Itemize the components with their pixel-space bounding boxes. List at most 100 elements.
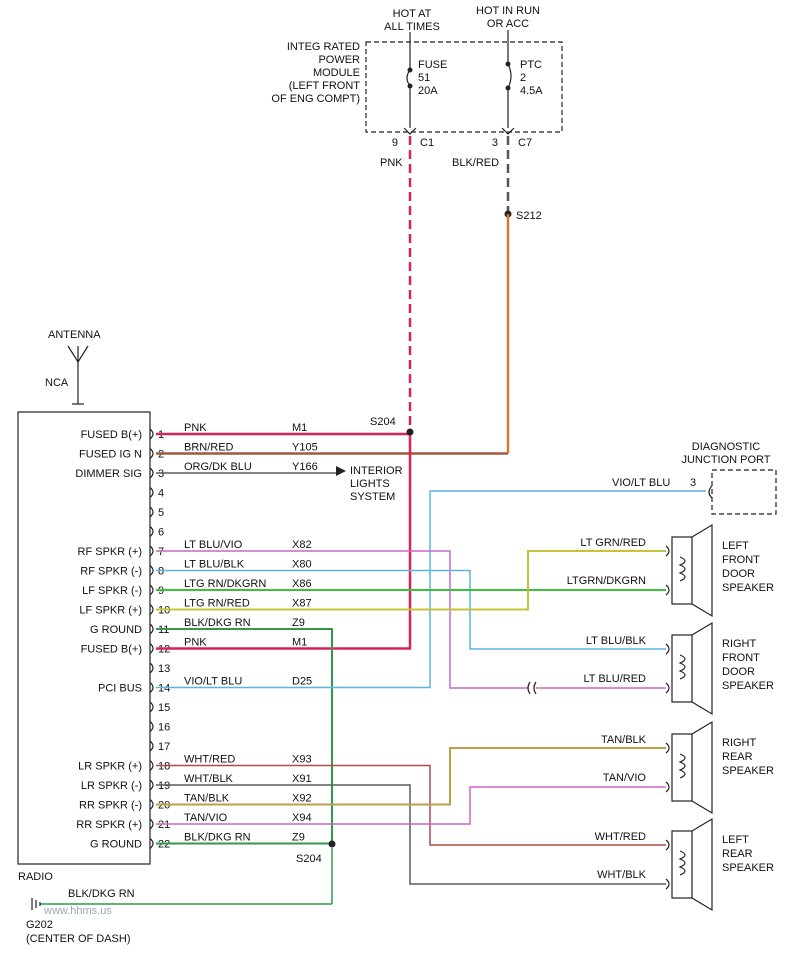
ground-wire-label: BLK/DKG RN	[68, 888, 135, 900]
speaker-name-line: REAR	[722, 848, 753, 860]
pin-number: 5	[158, 507, 164, 519]
c1-label: C1	[420, 137, 434, 149]
fuse-node-top	[407, 67, 413, 73]
pin-connector-icon	[149, 838, 154, 849]
speaker-name-line: LEFT	[722, 540, 749, 552]
pin-connector-icon	[149, 545, 154, 557]
pin-connector-icon	[149, 604, 154, 615]
hot-in-run-line2: OR ACC	[487, 18, 529, 30]
ptc-number: 2	[520, 72, 526, 84]
wire-color-label: BLK/DKG RN	[184, 617, 251, 629]
ptc-rating: 4.5A	[520, 85, 543, 97]
diag-port-box	[711, 469, 777, 515]
ipm-line3: MODULE	[313, 67, 360, 79]
wire-color-label: VIO/LT BLU	[184, 676, 242, 688]
speaker-coil-icon	[678, 850, 686, 876]
diag-pin: 3	[690, 477, 696, 489]
wire-color-label: TAN/VIO	[184, 812, 228, 824]
c1-pin: 9	[392, 137, 398, 149]
wire-color-label: PNK	[184, 422, 207, 434]
speaker-bottom-wire-label: LTGRN/DKGRN	[567, 575, 646, 587]
c7-connector-symbol	[501, 127, 515, 135]
pin-number: 14	[158, 683, 170, 695]
pin-function-label: RF SPKR (-)	[80, 566, 142, 578]
circuit-id-label: D25	[292, 676, 312, 688]
pin-connector-icon	[149, 682, 154, 693]
interior-line3: SYSTEM	[350, 491, 395, 503]
radio-box	[17, 411, 151, 865]
speaker-name-line: REAR	[722, 751, 753, 763]
ptc-node-bottom	[505, 85, 511, 91]
pin-function-label: FUSED IG N	[79, 449, 142, 461]
pnk-wire-label: PNK	[380, 157, 403, 169]
nca-label: NCA	[45, 377, 69, 389]
pin-function-label: LR SPKR (-)	[81, 780, 142, 792]
wires	[156, 432, 706, 885]
pin-function-label: RR SPKR (+)	[76, 819, 142, 831]
diag-wire-label: VIO/LT BLU	[612, 477, 670, 489]
pin-number: 6	[158, 527, 164, 539]
speaker-name-line: FRONT	[722, 554, 760, 566]
pin-number: 4	[158, 488, 164, 500]
blk-red-wire-label: BLK/RED	[452, 157, 499, 169]
pin-connector-icon	[149, 818, 154, 830]
speaker-magnet	[671, 733, 693, 802]
pin-connector-icon	[149, 740, 154, 752]
speaker-name-line: DOOR	[722, 568, 755, 580]
speaker-top-wire-label: TAN/BLK	[601, 734, 647, 746]
watermark: www.hhms.us	[43, 905, 112, 917]
diag-title-line1: DIAGNOSTIC	[692, 441, 761, 453]
speaker-name-line: SPEAKER	[722, 765, 774, 777]
pin-function-label: FUSED B(+)	[81, 644, 142, 656]
wire	[156, 550, 666, 689]
ipm-line1: INTEG RATED	[287, 41, 360, 53]
ipm-line2: POWER	[318, 54, 360, 66]
circuit-id-label: Z9	[292, 832, 305, 844]
speaker-coil-icon	[678, 753, 686, 779]
speaker-name-line: SPEAKER	[722, 582, 774, 594]
speaker-cone-icon	[691, 720, 713, 815]
speaker-bottom-wire-label: LT BLU/RED	[583, 673, 646, 685]
circuit-id-label: Z9	[292, 617, 305, 629]
fuse-rating: 20A	[418, 85, 438, 97]
inline-connector-icon	[527, 681, 537, 695]
circuit-id-label: X87	[292, 598, 312, 610]
c7-label: C7	[518, 137, 532, 149]
c1-connector-symbol	[403, 127, 417, 135]
hot-in-run-line1: HOT IN RUN	[476, 5, 540, 17]
wire	[156, 550, 666, 611]
speaker-magnet	[671, 634, 693, 703]
pin-connector-icon	[149, 779, 154, 791]
pin-number: 19	[158, 780, 170, 792]
wire-color-label: BLK/DKG RN	[184, 832, 251, 844]
wire	[156, 786, 666, 825]
power-module: HOT AT ALL TIMES HOT IN RUN OR ACC INTEG…	[271, 5, 563, 169]
speaker-name-line: RIGHT	[722, 737, 757, 749]
circuit-id-label: X93	[292, 754, 312, 766]
diag-title-line2: JUNCTION PORT	[681, 454, 770, 466]
speaker-cone-icon	[691, 817, 713, 912]
pin-connector-icon	[149, 701, 154, 713]
ptc-label: PTC	[520, 59, 542, 71]
circuit-id-label: M1	[292, 637, 307, 649]
pin-connector-icon	[149, 506, 154, 518]
circuit-id-label: Y166	[292, 461, 318, 473]
ground-g202: BLK/DKG RN G202 (CENTER OF DASH) www.hhm…	[26, 848, 333, 945]
pin-connector-icon	[149, 662, 154, 674]
pin-connector-icon	[149, 467, 154, 479]
wire-color-label: BRN/RED	[184, 442, 234, 454]
speaker-top-wire-label: LT GRN/RED	[580, 537, 646, 549]
interior-line2: LIGHTS	[350, 478, 390, 490]
speaker-cone-icon	[691, 523, 713, 618]
pin-connector-icon	[149, 584, 154, 596]
circuit-id-label: X92	[292, 793, 312, 805]
wire	[156, 747, 666, 806]
pin-number: 7	[158, 546, 164, 558]
pin-function-label: FUSED B(+)	[81, 429, 142, 441]
hot-at-all-times-line2: ALL TIMES	[384, 21, 440, 33]
pin-connector-icon	[149, 799, 154, 810]
speakers: LT GRN/RED LTGRN/DKGRN LEFT FRONT DOOR SPEAKE…	[567, 523, 774, 912]
s204-bottom-splice	[328, 840, 336, 848]
